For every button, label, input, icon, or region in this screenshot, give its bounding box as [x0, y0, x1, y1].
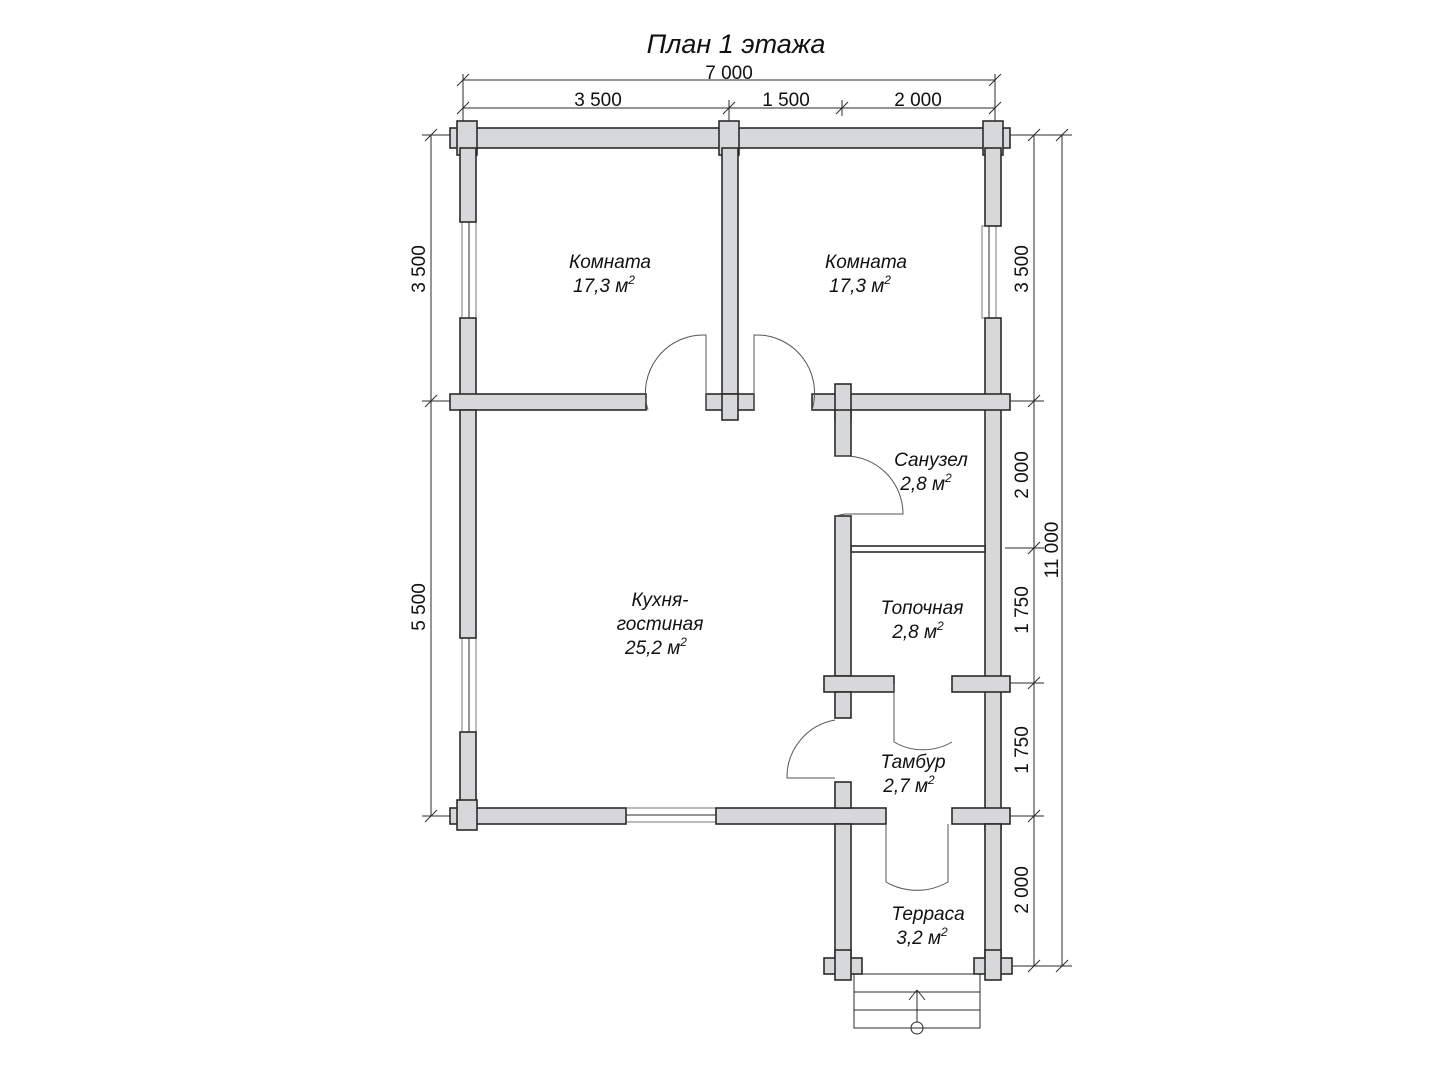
room-2-name: Комната — [825, 252, 907, 273]
svg-text:17,3 м2: 17,3 м2 — [573, 273, 635, 297]
room-5-name2: гостиная — [617, 614, 704, 635]
room-4-name: Топочная — [881, 598, 964, 619]
room-1-name: Комната — [569, 252, 651, 273]
room-7-area: 3,2 м — [896, 928, 941, 949]
room-3-name: Санузел — [894, 450, 968, 471]
dim-top-total: 7 000 — [705, 63, 753, 84]
dim-right-3: 1 750 — [1012, 586, 1033, 634]
doors — [644, 334, 953, 891]
room-2-area: 17,3 м — [829, 276, 884, 297]
room-4-area: 2,8 м — [891, 622, 937, 643]
dim-top-1: 3 500 — [574, 90, 622, 111]
right-dimensions: 3 500 2 000 1 750 1 750 2 000 11 000 — [1005, 128, 1072, 973]
plan-title: План 1 этажа — [647, 29, 826, 59]
dim-right-total: 11 000 — [1042, 522, 1063, 579]
left-dimensions: 3 500 5 500 — [409, 128, 458, 823]
dim-right-4: 1 750 — [1012, 726, 1033, 774]
svg-text:2,7 м2: 2,7 м2 — [882, 773, 935, 797]
room-5-area: 25,2 м — [624, 638, 680, 659]
dim-top-2: 1 500 — [762, 90, 810, 111]
room-5-name: Кухня- — [632, 590, 689, 611]
dim-right-1: 3 500 — [1012, 245, 1033, 293]
room-6-name: Тамбур — [880, 752, 945, 773]
svg-text:3,2 м2: 3,2 м2 — [896, 925, 948, 949]
dim-right-2: 2 000 — [1012, 451, 1033, 499]
room-3-area: 2,8 м — [899, 474, 945, 495]
svg-text:17,3 м2: 17,3 м2 — [829, 273, 891, 297]
svg-text:2,8 м2: 2,8 м2 — [891, 619, 944, 643]
dim-top-3: 2 000 — [894, 90, 942, 111]
dim-left-1: 3 500 — [409, 245, 430, 293]
room-1-area: 17,3 м — [573, 276, 628, 297]
room-6-area: 2,7 м — [882, 776, 928, 797]
dim-left-2: 5 500 — [409, 583, 430, 631]
walls — [449, 120, 1013, 981]
svg-text:25,2 м2: 25,2 м2 — [624, 635, 687, 659]
steps — [853, 973, 981, 1035]
dim-right-5: 2 000 — [1012, 866, 1033, 914]
svg-text:2,8 м2: 2,8 м2 — [899, 471, 952, 495]
top-dimensions: 7 000 3 500 1 500 2 000 — [456, 63, 1002, 128]
room-labels: Комната 17,3 м2 Комната 17,3 м2 Санузел … — [569, 252, 968, 949]
room-7-name: Терраса — [891, 904, 964, 925]
